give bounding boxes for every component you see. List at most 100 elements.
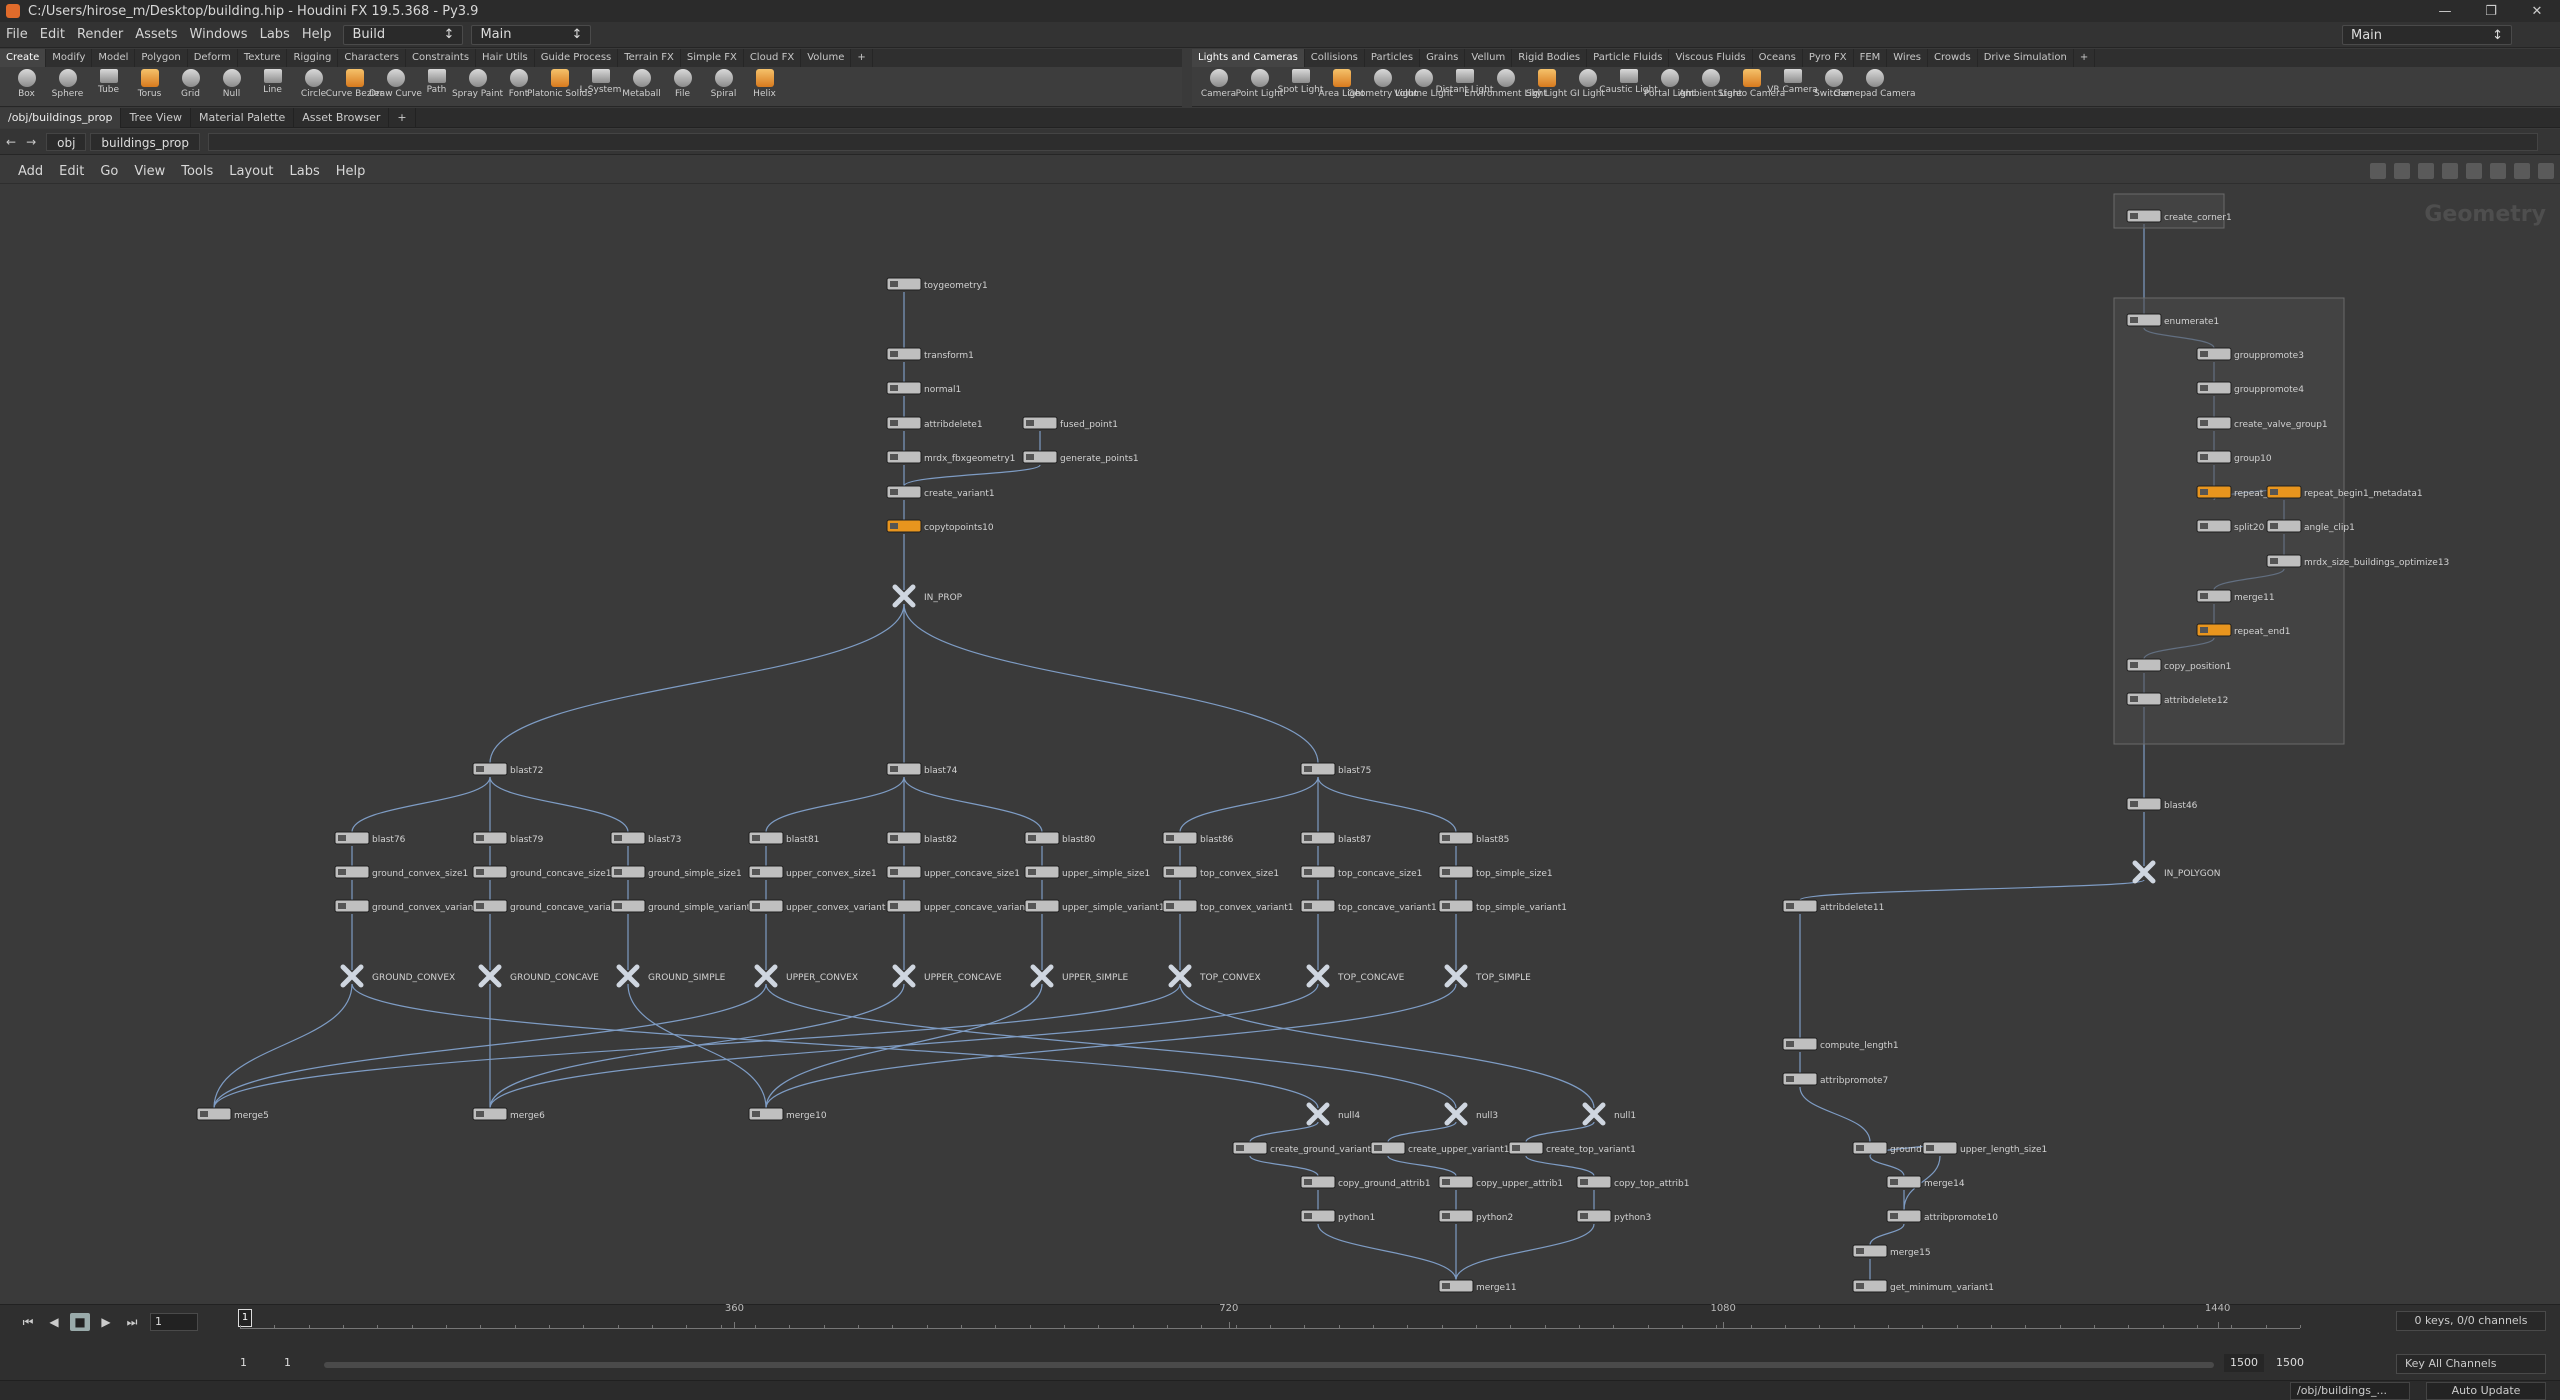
network-node[interactable]: fused_point1: [1022, 416, 1118, 430]
network-node[interactable]: TOP_SIMPLE: [1444, 964, 1531, 988]
shelf-tool-grid[interactable]: Grid: [170, 67, 211, 99]
network-node[interactable]: upper_convex_variant1: [748, 899, 891, 913]
network-node[interactable]: top_concave_size1: [1300, 865, 1422, 879]
shelf-right-tool-switcher[interactable]: Switcher: [1813, 67, 1854, 99]
jump-start-icon[interactable]: ⏮: [22, 1315, 34, 1329]
back-arrow-icon[interactable]: ←: [6, 134, 17, 149]
network-node[interactable]: attribdelete11: [1782, 899, 1884, 913]
network-node[interactable]: create_ground_variant1: [1232, 1141, 1377, 1155]
network-node[interactable]: copy_top_attrib1: [1576, 1175, 1689, 1189]
shelf-right-tool-gi-light[interactable]: GI Light: [1567, 67, 1608, 99]
shelf-tool-path[interactable]: Path: [416, 67, 457, 95]
network-node[interactable]: UPPER_SIMPLE: [1030, 964, 1128, 988]
tab-material-palette[interactable]: Material Palette: [191, 107, 295, 128]
network-node[interactable]: copy_upper_attrib1: [1438, 1175, 1563, 1189]
tab-asset-browser[interactable]: Asset Browser: [294, 107, 390, 128]
network-node[interactable]: mrdx_fbxgeometry1: [886, 450, 1015, 464]
network-node[interactable]: ground_convex_size1: [334, 865, 468, 879]
shelf-right-tool-ambient-light[interactable]: Ambient Light: [1679, 67, 1742, 99]
network-node[interactable]: merge10: [748, 1107, 827, 1121]
shelf-tool-sphere[interactable]: Sphere: [47, 67, 88, 99]
network-node[interactable]: enumerate1: [2126, 313, 2219, 327]
playhead[interactable]: 1: [238, 1309, 252, 1327]
close-icon[interactable]: ✕: [2531, 3, 2543, 19]
shelf-tool-spray-paint[interactable]: Spray Paint: [452, 67, 503, 99]
network-node[interactable]: merge11: [1438, 1279, 1517, 1293]
network-node[interactable]: ground_concave_variant1: [472, 899, 626, 913]
shelf-right-tool-sky-light[interactable]: Sky Light: [1526, 67, 1567, 99]
shelf-right-tab-viscous-fluids[interactable]: Viscous Fluids: [1669, 49, 1753, 67]
menu-help[interactable]: Help: [301, 27, 332, 42]
range-current[interactable]: 1: [284, 1356, 291, 1369]
shelf-tab-characters[interactable]: Characters: [338, 49, 406, 67]
shelf-tool-box[interactable]: Box: [6, 67, 47, 99]
wrench-icon[interactable]: [2370, 163, 2386, 179]
network-node[interactable]: generate_points1: [1022, 450, 1139, 464]
network-node[interactable]: repeat_begin1: [2196, 485, 2299, 499]
network-node[interactable]: upper_concave_size1: [886, 865, 1020, 879]
tile-icon[interactable]: [2466, 163, 2482, 179]
shelf-tool-helix[interactable]: Helix: [744, 67, 785, 99]
shelf-right-tab-particle-fluids[interactable]: Particle Fluids: [1587, 49, 1670, 67]
network-node[interactable]: top_concave_variant1: [1300, 899, 1437, 913]
shelf-right-tool-geometry-light[interactable]: Geometry Light: [1347, 67, 1418, 99]
play-icon[interactable]: ▶: [101, 1315, 111, 1329]
network-node[interactable]: copytopoints10: [886, 519, 994, 533]
network-node[interactable]: null4: [1306, 1102, 1360, 1126]
shelf-right-tab-fem[interactable]: FEM: [1854, 49, 1888, 67]
shelf-right-tab-drive-simulation[interactable]: Drive Simulation: [1978, 49, 2074, 67]
network-node[interactable]: grouppromote3: [2196, 347, 2304, 361]
network-node[interactable]: blast82: [886, 831, 957, 845]
net-menu-labs[interactable]: Labs: [289, 164, 320, 179]
network-node[interactable]: blast86: [1162, 831, 1234, 845]
global-end[interactable]: 1500: [2276, 1356, 2304, 1369]
network-node[interactable]: top_convex_size1: [1162, 865, 1279, 879]
breadcrumb-current[interactable]: buildings_prop: [90, 132, 200, 151]
shelf-right-tab-vellum[interactable]: Vellum: [1465, 49, 1513, 67]
network-node[interactable]: python1: [1300, 1209, 1375, 1223]
network-node[interactable]: null1: [1582, 1102, 1636, 1126]
shelf-tab-guide-process[interactable]: Guide Process: [535, 49, 619, 67]
network-node[interactable]: mrdx_size_buildings_optimize13: [2266, 554, 2449, 568]
shelf-right-tool-environment-light[interactable]: Environment Light: [1464, 67, 1547, 99]
node-graph[interactable]: toygeometry1transform1normal1attribdelet…: [0, 186, 2560, 1298]
shelf-right-tool-caustic-light[interactable]: Caustic Light: [1599, 67, 1658, 95]
image-icon[interactable]: [2490, 163, 2506, 179]
network-node[interactable]: TOP_CONVEX: [1168, 964, 1261, 988]
network-node[interactable]: ground_simple_variant1: [610, 899, 756, 913]
shelf-tool-tube[interactable]: Tube: [88, 67, 129, 95]
update-mode-select[interactable]: Auto Update: [2426, 1382, 2546, 1400]
restore-icon[interactable]: ❐: [2485, 3, 2497, 19]
range-end[interactable]: 1500: [2224, 1354, 2264, 1372]
shelf-tab-simple-fx[interactable]: Simple FX: [681, 49, 744, 67]
shelf-tool-platonic-solids[interactable]: Platonic Solids: [527, 67, 592, 99]
grid-icon[interactable]: [2418, 163, 2434, 179]
net-menu-view[interactable]: View: [134, 164, 166, 179]
network-node[interactable]: merge14: [1886, 1175, 1965, 1189]
network-node[interactable]: python2: [1438, 1209, 1513, 1223]
network-node[interactable]: UPPER_CONVEX: [754, 964, 858, 988]
shelf-tool-spiral[interactable]: Spiral: [703, 67, 744, 99]
key-all-channels-select[interactable]: Key All Channels: [2396, 1354, 2546, 1374]
network-node[interactable]: blast85: [1438, 831, 1509, 845]
net-menu-layout[interactable]: Layout: [229, 164, 274, 179]
network-node[interactable]: blast74: [886, 762, 958, 776]
menu-labs[interactable]: Labs: [259, 27, 290, 42]
shelf-tab-cloud-fx[interactable]: Cloud FX: [744, 49, 802, 67]
network-node[interactable]: ground_convex_variant1: [334, 899, 483, 913]
menu-edit[interactable]: Edit: [39, 27, 65, 42]
flag-icon[interactable]: [2514, 163, 2530, 179]
desktop-select[interactable]: Build ↕: [343, 24, 464, 45]
network-node[interactable]: UPPER_CONCAVE: [892, 964, 1002, 988]
tab-network[interactable]: /obj/buildings_prop: [0, 107, 122, 128]
network-node[interactable]: python3: [1576, 1209, 1651, 1223]
shelf-right-tool-area-light[interactable]: Area Light: [1318, 67, 1365, 99]
shelf-right-tool-camera[interactable]: Camera: [1198, 67, 1239, 99]
network-node[interactable]: transform1: [886, 347, 974, 361]
network-node[interactable]: ground: [1852, 1141, 1922, 1155]
forward-arrow-icon[interactable]: →: [26, 134, 37, 149]
shelf-tab-constraints[interactable]: Constraints: [406, 49, 477, 67]
right-desktop-select[interactable]: Main ↕: [2342, 25, 2512, 45]
